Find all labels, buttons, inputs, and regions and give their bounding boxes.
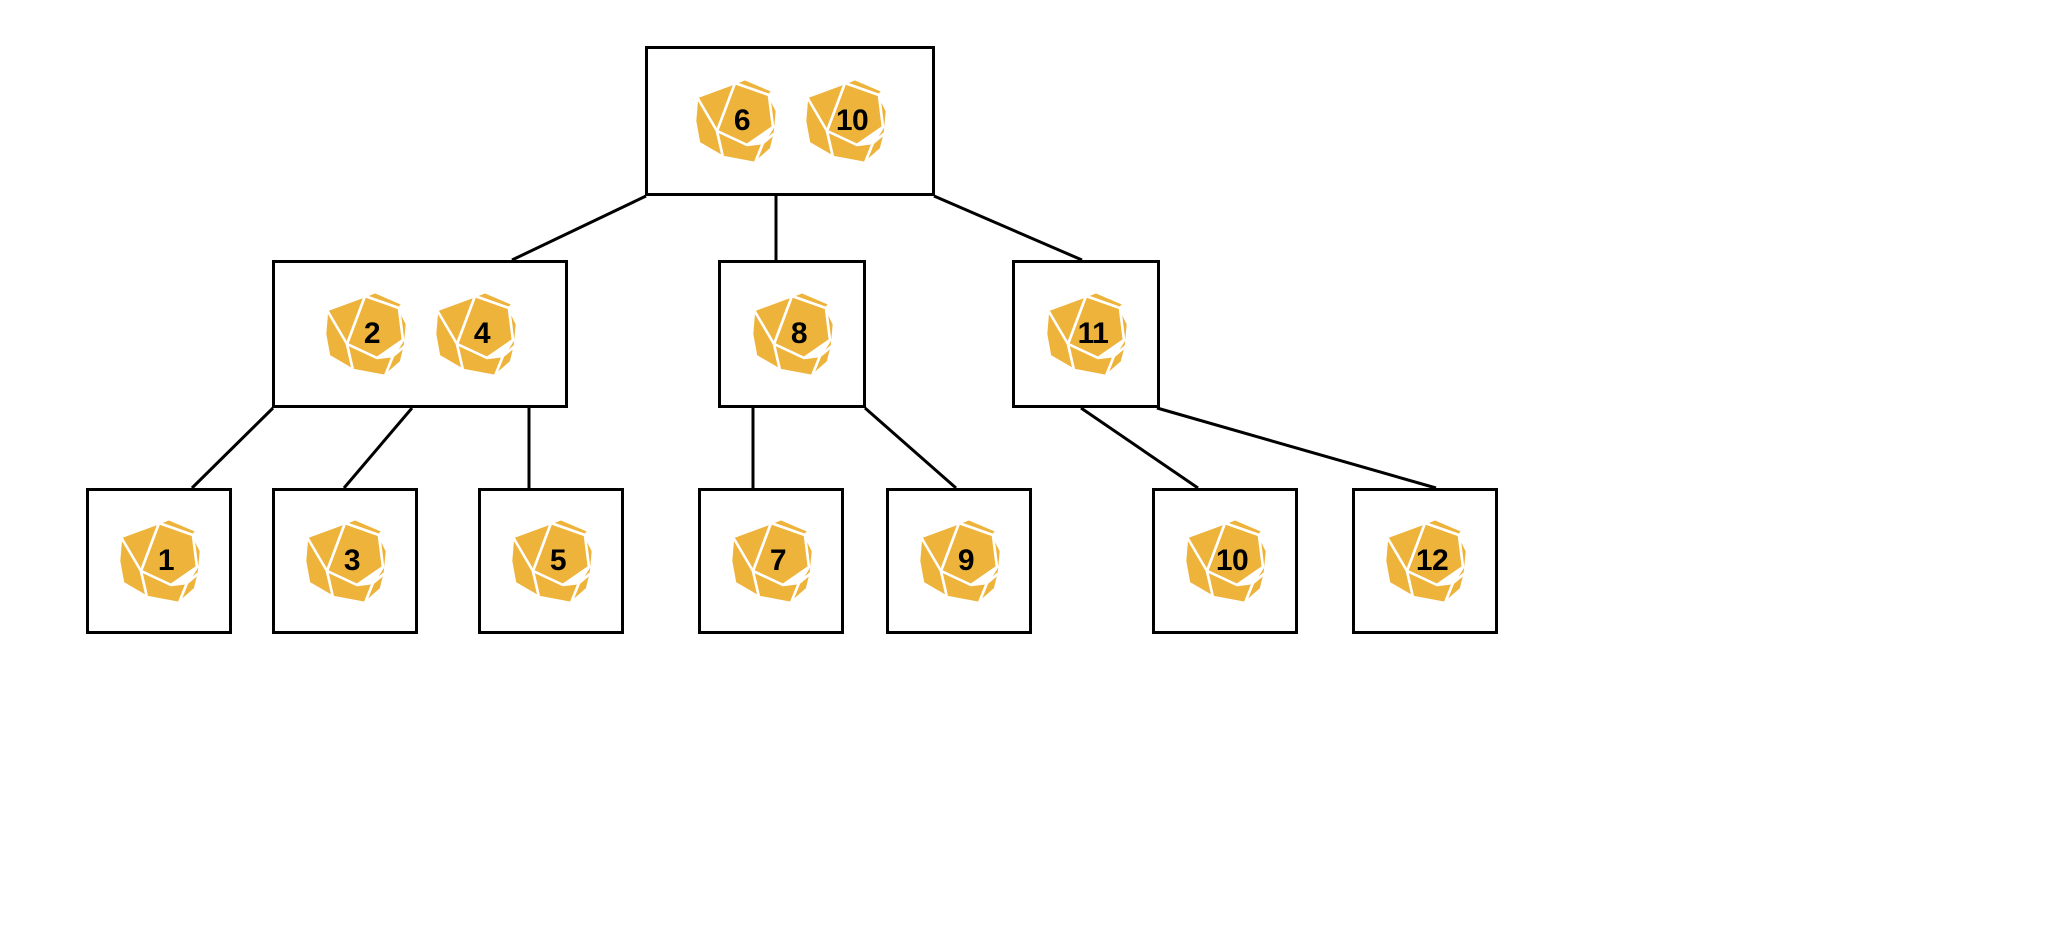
btree-node-7[interactable]: 7	[698, 488, 844, 634]
dodecahedron-die-icon: 4	[425, 284, 525, 384]
btree-node-5[interactable]: 5	[478, 488, 624, 634]
btree-node-12[interactable]: 12	[1352, 488, 1498, 634]
btree-edge-n24-to-l3	[342, 407, 414, 489]
dodecahedron-die-icon: 3	[295, 511, 395, 611]
die-face-value: 2	[363, 317, 381, 350]
dodecahedron-die-icon: 8	[742, 284, 842, 384]
die-face-value: 11	[1077, 317, 1109, 350]
die-face-value: 9	[957, 544, 975, 577]
dodecahedron-die-icon: 7	[721, 511, 821, 611]
btree-edge-n24-to-l1	[190, 406, 275, 490]
die-face-value: 6	[733, 104, 751, 137]
dodecahedron-die-icon: 2	[315, 284, 415, 384]
btree-node-8[interactable]: 8	[718, 260, 866, 408]
die-face-value: 10	[835, 104, 869, 137]
die-face-value: 1	[157, 544, 175, 577]
dodecahedron-die-icon: 9	[909, 511, 1009, 611]
die-face-value: 10	[1215, 544, 1249, 577]
btree-node-1[interactable]: 1	[86, 488, 232, 634]
dodecahedron-die-icon: 1	[109, 511, 209, 611]
dodecahedron-die-icon: 11	[1036, 284, 1136, 384]
dodecahedron-die-icon: 5	[501, 511, 601, 611]
die-face-value: 3	[343, 544, 361, 577]
btree-edge-n11-to-l10	[1080, 406, 1199, 490]
dodecahedron-die-icon: 10	[795, 71, 895, 171]
btree-edge-root-to-n24	[511, 194, 647, 262]
die-face-value: 4	[473, 317, 491, 350]
btree-node-6-10[interactable]: 6 10	[645, 46, 935, 196]
die-face-value: 12	[1415, 544, 1449, 577]
dodecahedron-die-icon: 12	[1375, 511, 1475, 611]
btree-node-10[interactable]: 10	[1152, 488, 1298, 634]
btree-node-9[interactable]: 9	[886, 488, 1032, 634]
btree-edge-root-to-n11	[933, 194, 1083, 262]
die-face-value: 7	[769, 544, 787, 577]
btree-node-3[interactable]: 3	[272, 488, 418, 634]
btree-edge-n11-to-l12	[1156, 406, 1437, 490]
btree-node-11[interactable]: 11	[1012, 260, 1160, 408]
die-face-value: 5	[549, 544, 567, 577]
dodecahedron-die-icon: 6	[685, 71, 785, 171]
btree-edge-n8-to-l9	[864, 406, 957, 490]
dodecahedron-die-icon: 10	[1175, 511, 1275, 611]
die-face-value: 8	[790, 317, 808, 350]
